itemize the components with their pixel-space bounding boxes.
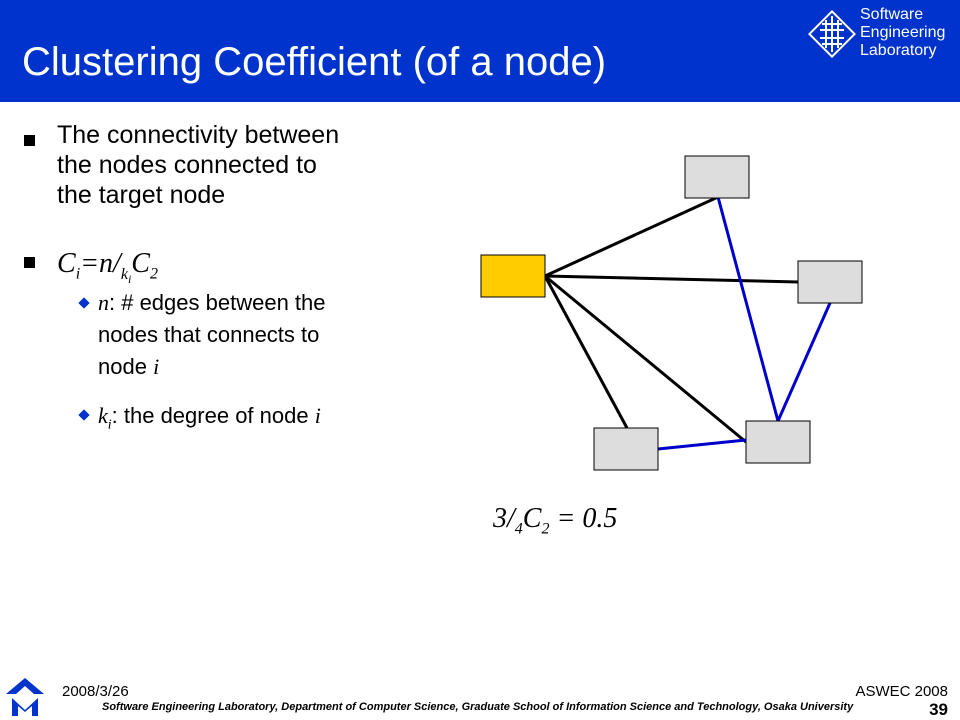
bullet-connectivity: The connectivity between the nodes conne… [57, 120, 339, 210]
edge-target-top [544, 195, 719, 278]
edge-target-bottomright [544, 274, 747, 444]
node-bottom-left [593, 427, 659, 471]
var-k: k [98, 403, 108, 428]
formula-sub-i: i [75, 265, 81, 283]
graph-diagram [480, 155, 863, 471]
edge-right-bottomright [776, 302, 832, 422]
logo-line-3: Laboratory [860, 42, 937, 59]
edge-top-bottomright [716, 196, 780, 422]
diamond-bullet-icon [78, 409, 90, 421]
result-formula: 3/4C2 = 0.5 [493, 503, 617, 539]
bullet-line: The connectivity between [57, 121, 340, 149]
header-bar: Clustering Coefficient (of a node) Softw… [0, 0, 960, 102]
node-right [797, 260, 863, 304]
sub1-line2: nodes that connects to [98, 322, 320, 347]
page-number: 39 [929, 700, 948, 719]
logo-line-2: Engineering [860, 24, 946, 41]
sub-bullet-n: n: # edges between the nodes that connec… [98, 287, 326, 383]
edge-bottomleft-bottomright [657, 438, 747, 451]
bullet-line: the target node [57, 181, 226, 209]
result-post: = 0.5 [549, 503, 618, 534]
sub1-line1: : # edges between the [109, 290, 326, 315]
slide-title: Clustering Coefficient (of a node) [22, 40, 607, 84]
result-c: C [522, 503, 542, 534]
formula-C: C [131, 248, 150, 279]
university-logo-icon [6, 678, 44, 716]
footer-lab: Software Engineering Laboratory, Departm… [102, 701, 854, 713]
edge-target-right [544, 274, 799, 284]
edge-target-bottomleft [543, 275, 629, 429]
target-node [480, 254, 546, 298]
footer-date: 2008/3/26 [62, 683, 129, 700]
formula: Ci=n/kiC2 [57, 248, 158, 287]
lab-logo-text: Software Engineering Laboratory [860, 6, 945, 60]
result-csub: 2 [541, 520, 550, 538]
formula-k: k [120, 265, 128, 283]
node-bottom-right [745, 420, 811, 464]
formula-ki: i [127, 271, 132, 286]
lab-logo-icon [808, 10, 856, 58]
sub2-var-i: i [314, 403, 321, 428]
formula-c: C [57, 248, 76, 279]
sub1-line3: node [98, 354, 154, 379]
sub2-text: : the degree of node [111, 403, 315, 428]
footer-conference: ASWEC 2008 [855, 683, 948, 700]
bullet-square-icon [24, 135, 35, 146]
sub1-var-i: i [153, 354, 160, 379]
result-sub: 4 [514, 520, 523, 538]
var-n: n [98, 290, 109, 315]
lab-logo: Software Engineering Laboratory [808, 6, 958, 62]
node-top [684, 155, 750, 199]
bullet-square-icon [24, 257, 35, 268]
sub-bullet-k: ki: the degree of node i [98, 400, 321, 441]
var-k-sub: i [107, 417, 112, 433]
diamond-bullet-icon [78, 297, 90, 309]
logo-line-1: Software [860, 6, 924, 23]
formula-eq: =n/ [80, 248, 121, 279]
bullet-line: the nodes connected to [57, 151, 317, 179]
result-pre: 3/ [493, 503, 515, 534]
formula-two: 2 [149, 265, 158, 283]
